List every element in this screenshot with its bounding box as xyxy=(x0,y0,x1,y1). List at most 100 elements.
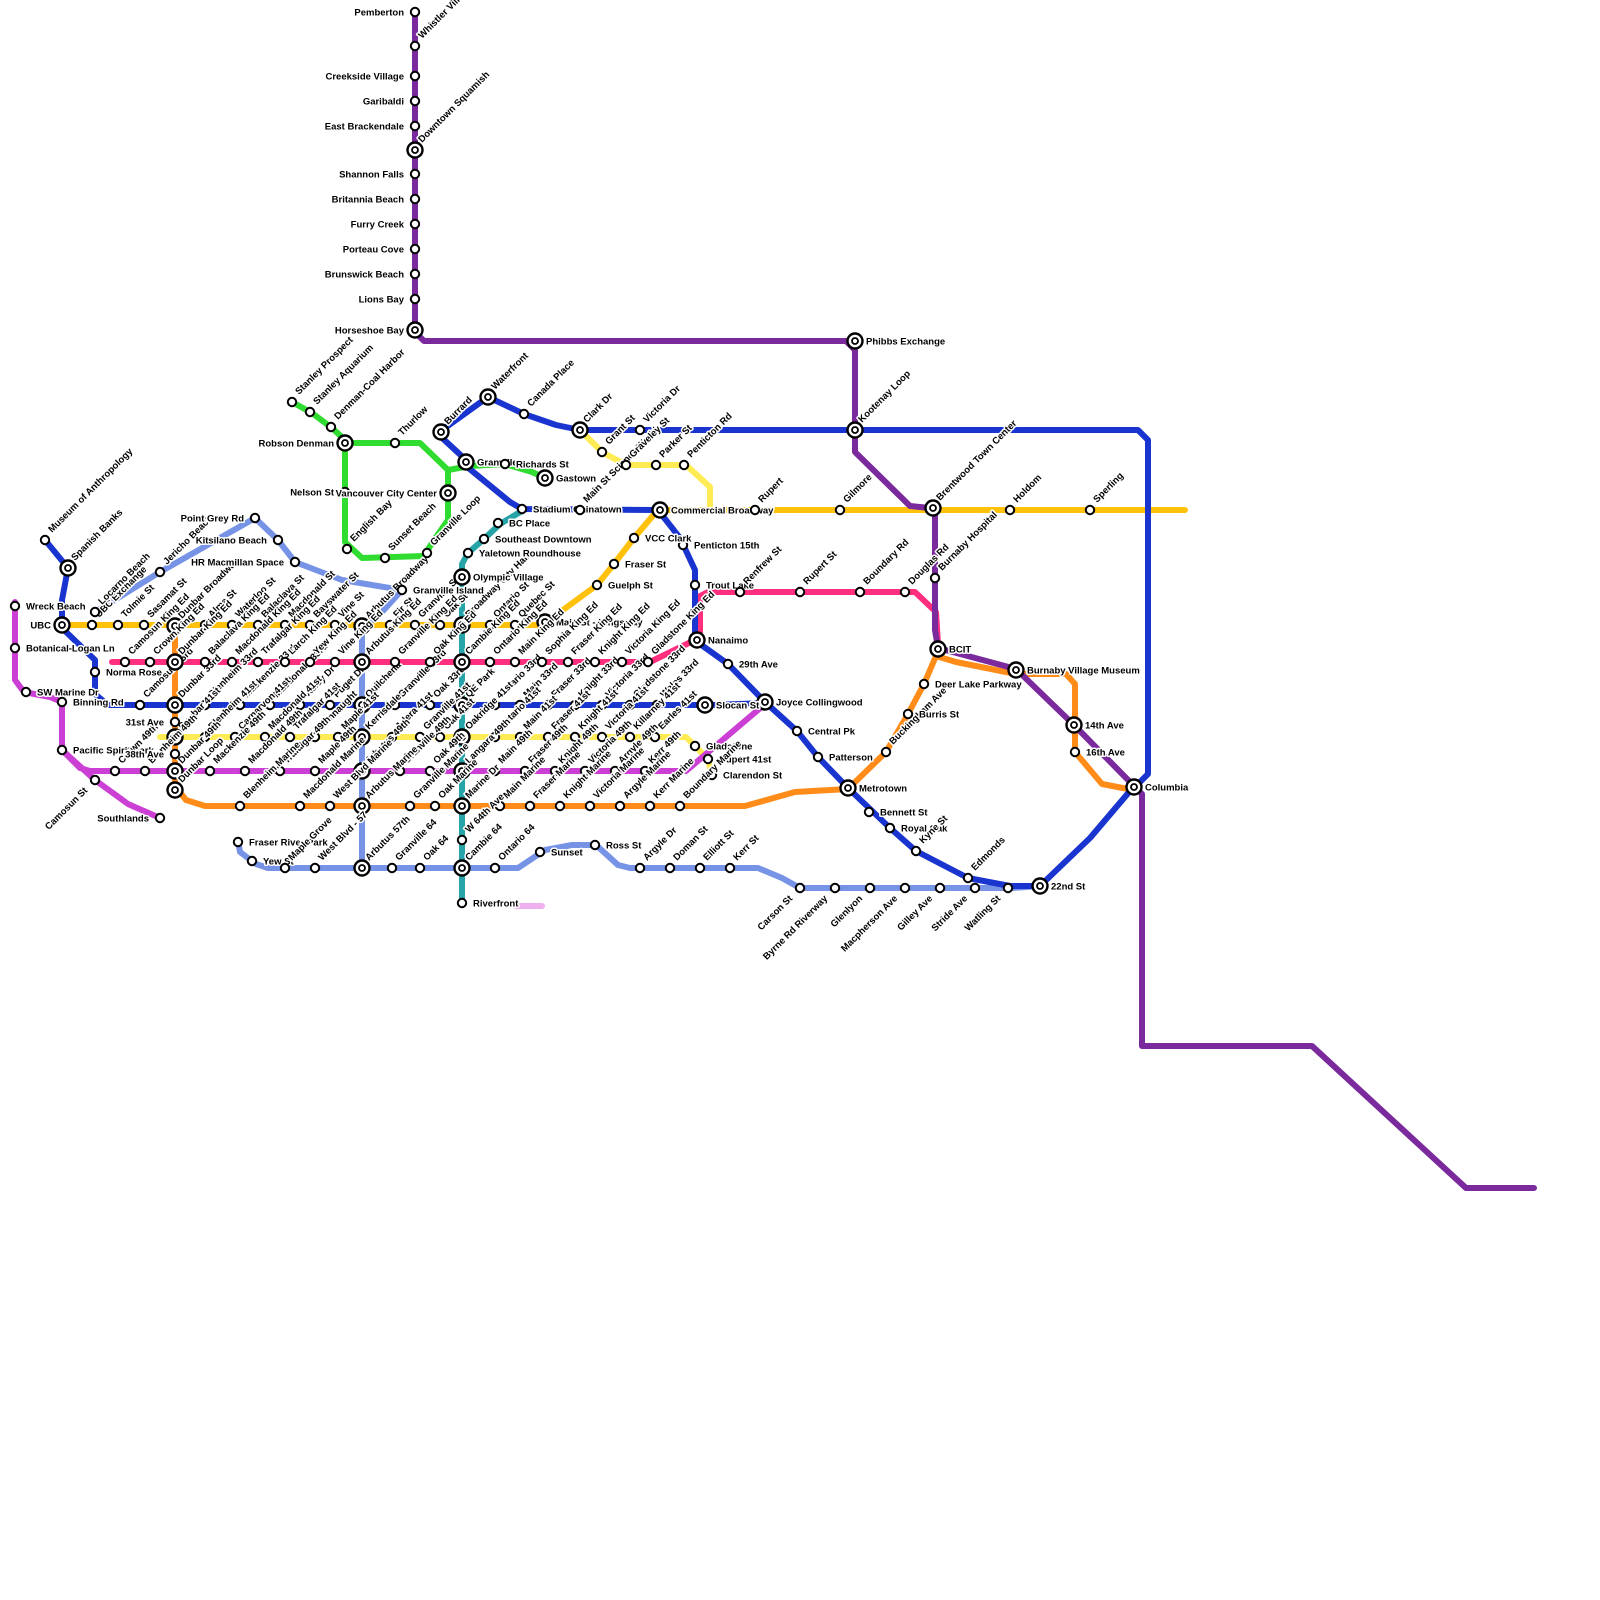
station-stop: Deer Lake Parkway xyxy=(918,678,1024,692)
station-marker-icon xyxy=(56,696,68,708)
station-stop: Burris St xyxy=(902,708,961,722)
station-marker-icon xyxy=(144,656,156,668)
station-marker-icon xyxy=(226,619,238,631)
station-interchange: Commercial Broadway xyxy=(651,501,776,519)
line-green-downtown-loop xyxy=(342,437,451,561)
station-marker-inner-icon xyxy=(1130,783,1138,791)
station-marker-inner-icon xyxy=(458,802,466,810)
station-marker-icon xyxy=(634,862,646,874)
station-stop: Point Grey Rd xyxy=(179,512,261,526)
station-marker-icon xyxy=(519,765,531,777)
line-magenta-southlands-spur xyxy=(59,747,163,821)
station-marker-icon xyxy=(834,504,846,516)
station-label: Metrotown xyxy=(859,784,907,795)
station-stop: Granville Island xyxy=(396,584,485,598)
station-marker-icon xyxy=(109,765,121,777)
station-marker-inner-icon xyxy=(58,621,66,629)
station-marker-icon xyxy=(279,862,291,874)
station-marker-icon xyxy=(596,699,608,711)
station-label: Museum of Anthropology xyxy=(46,446,135,535)
station-marker-icon xyxy=(329,619,341,631)
station-marker-icon xyxy=(325,421,337,433)
station-marker-icon xyxy=(341,543,353,555)
station-stop: Camosun St xyxy=(42,774,101,834)
station-stop: SW Marine Dr xyxy=(20,686,101,700)
station-label: Clark Dr xyxy=(581,391,615,425)
station-marker-icon xyxy=(584,800,596,812)
station-label: Canada Place xyxy=(525,358,576,409)
station-marker-inner-icon xyxy=(851,426,859,434)
line-magenta-main xyxy=(12,599,768,774)
station-interchange: Downtown Squamish xyxy=(406,68,494,159)
station-label: Garibaldi xyxy=(363,97,404,108)
station-marker-inner-icon xyxy=(341,439,349,447)
station-marker-icon xyxy=(409,293,421,305)
station-marker-icon xyxy=(910,845,922,857)
station-label: Granville Island xyxy=(413,586,484,597)
station-stop: Central Pk xyxy=(791,725,857,739)
station-marker-icon xyxy=(259,731,271,743)
station-label: Binning Rd xyxy=(73,698,124,709)
station-label: English Bay xyxy=(348,497,395,544)
station-label: Britannia Beach xyxy=(332,195,405,206)
station-label: Gilley Ave xyxy=(895,893,935,933)
station-label: Kitsilano Beach xyxy=(196,536,267,547)
station-label: BCIT xyxy=(949,645,971,656)
station-marker-icon xyxy=(722,658,734,670)
station-interchange: Vancouver City Center xyxy=(334,484,457,502)
station-stop: Porteau Cove xyxy=(341,243,421,257)
station-label: Point Grey Rd xyxy=(181,514,245,525)
station-stop: Lions Bay xyxy=(357,293,421,307)
station-marker-inner-icon xyxy=(171,622,179,630)
station-interchange: Slocan St xyxy=(696,696,762,714)
station-marker-icon xyxy=(484,619,496,631)
station-marker-icon xyxy=(279,656,291,668)
station-marker-icon xyxy=(332,731,344,743)
station-marker-icon xyxy=(112,619,124,631)
station-stop: Yaletown Roundhouse xyxy=(462,547,582,561)
station-marker-icon xyxy=(854,586,866,598)
station-stop: Binning Rd xyxy=(56,696,125,710)
station-marker-icon xyxy=(514,699,526,711)
station-marker-icon xyxy=(918,678,930,690)
station-stop: Riverfront xyxy=(456,897,521,911)
station-marker-icon xyxy=(294,699,306,711)
station-marker-icon xyxy=(409,95,421,107)
station-marker-inner-icon xyxy=(1036,882,1044,890)
station-stop: Penticton 15th xyxy=(677,539,761,553)
station-marker-inner-icon xyxy=(462,458,470,466)
station-label: Porteau Cove xyxy=(343,245,404,256)
station-marker-icon xyxy=(384,619,396,631)
station-marker-icon xyxy=(549,765,561,777)
station-marker-icon xyxy=(409,619,421,631)
station-marker-icon xyxy=(616,656,628,668)
station-marker-icon xyxy=(589,839,601,851)
station-stop: Clarendon St xyxy=(706,769,784,783)
station-marker-icon xyxy=(591,579,603,591)
station-marker-icon xyxy=(864,882,876,894)
station-marker-inner-icon xyxy=(171,733,179,741)
station-marker-icon xyxy=(229,731,241,743)
station-stop: VCC Clark xyxy=(628,532,694,546)
station-marker-icon xyxy=(1069,746,1081,758)
station-marker-icon xyxy=(252,656,264,668)
station-interchange: Phibbs Exchange xyxy=(846,332,947,350)
station-label: Norma Rose xyxy=(106,668,162,679)
station-marker-inner-icon xyxy=(761,698,769,706)
station-marker-icon xyxy=(651,699,663,711)
station-marker-icon xyxy=(339,486,351,498)
station-label: Ross St xyxy=(606,841,642,852)
station-marker-icon xyxy=(812,751,824,763)
station-marker-icon xyxy=(421,547,433,559)
station-stop: Ross St xyxy=(589,839,644,853)
station-marker-icon xyxy=(969,882,981,894)
station-marker-icon xyxy=(199,731,211,743)
station-marker-icon xyxy=(289,556,301,568)
station-label: Waterfront xyxy=(489,350,531,392)
station-marker-icon xyxy=(456,834,468,846)
station-marker-inner-icon xyxy=(358,864,366,872)
station-marker-icon xyxy=(249,512,261,524)
station-marker-icon xyxy=(409,168,421,180)
station-marker-icon xyxy=(794,882,806,894)
